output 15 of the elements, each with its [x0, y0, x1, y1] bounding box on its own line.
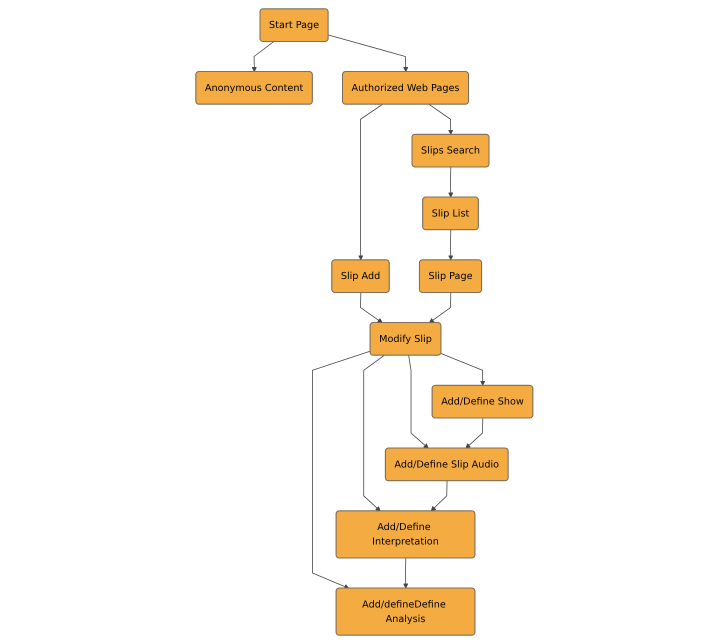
arrow: [430, 480, 448, 512]
arrow: [428, 292, 451, 324]
arrow: [358, 104, 382, 260]
arrow: [448, 230, 454, 260]
arrow: [448, 166, 454, 198]
arrow: [312, 350, 370, 589]
arrow: [360, 292, 382, 324]
arrow: [328, 34, 408, 72]
arrow: [428, 104, 454, 135]
arrow: [402, 558, 408, 589]
arrow: [440, 353, 486, 386]
arrow: [363, 355, 384, 512]
arrow: [408, 355, 428, 449]
arrow: [251, 41, 274, 72]
arrow: [465, 418, 483, 449]
